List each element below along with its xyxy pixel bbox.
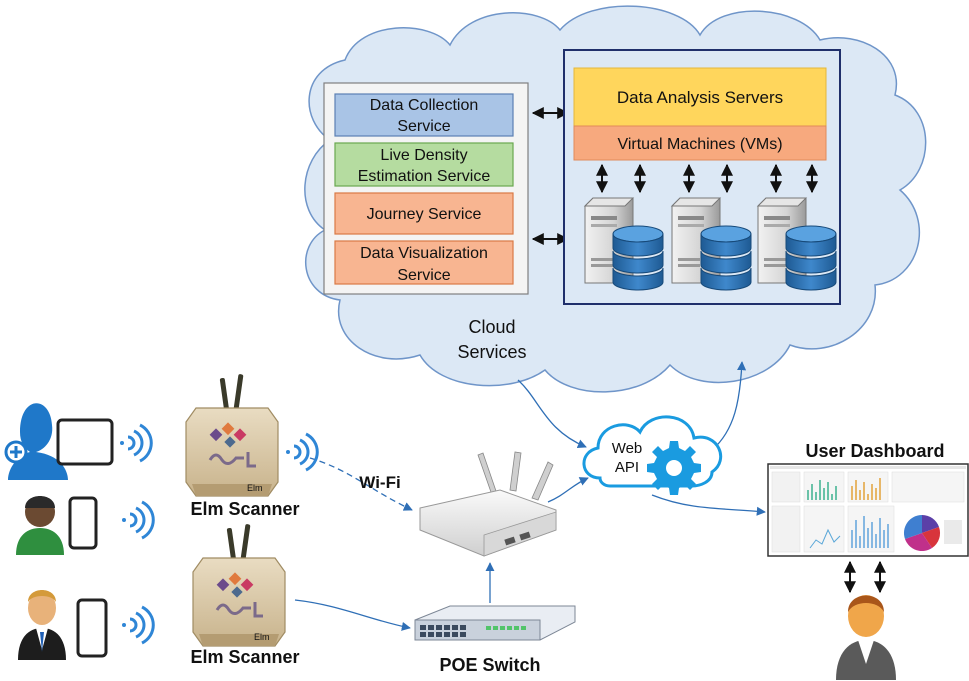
live-density-service-line2: Estimation Service <box>358 168 491 185</box>
web-api-label-line1: Web <box>612 440 643 457</box>
elm-scanner-label-2: Elm Scanner <box>190 647 299 667</box>
user-tablet-icon <box>4 403 114 480</box>
wifi-signal-icon-3 <box>120 605 155 645</box>
journey-service-box <box>334 192 514 235</box>
wifi-signal-icon-2 <box>120 500 155 540</box>
data-collection-service-line1: Data Collection <box>370 97 479 114</box>
poe-switch-icon <box>414 605 576 641</box>
wireless-access-point-icon <box>419 451 557 557</box>
dashboard-user-icon <box>836 595 896 680</box>
web-api-label-line2: API <box>615 459 639 476</box>
elm-scanner-device-1 <box>184 372 280 498</box>
data-collection-service-box <box>334 93 514 137</box>
live-density-service-box <box>334 142 514 187</box>
journey-service-label: Journey Service <box>367 206 482 223</box>
user-phone-icon <box>16 496 98 555</box>
elm-scanner-brand-2: Elm <box>254 632 270 642</box>
wifi-label: Wi-Fi <box>359 473 400 492</box>
cloud-label-line2: Services <box>457 342 526 362</box>
cloud-to-webapi-connector <box>517 379 587 449</box>
virtual-machines-bar <box>573 125 827 161</box>
webapi-to-cloud-connector <box>711 361 747 451</box>
elm-scanner-brand-1: Elm <box>247 483 263 493</box>
data-analysis-servers-label: Data Analysis Servers <box>617 88 783 107</box>
cloud-label-line1: Cloud <box>468 317 515 337</box>
wifi-signal-icon-1 <box>118 423 153 463</box>
user-business-phone-icon <box>18 590 108 660</box>
wifi-dashed-connector <box>309 457 413 511</box>
user-dashboard-label: User Dashboard <box>805 441 944 461</box>
scanner-to-switch-connector <box>294 599 411 631</box>
data-collection-service-line2: Service <box>397 118 450 135</box>
poe-switch-label: POE Switch <box>439 655 540 675</box>
vm-double-arrows <box>596 163 818 194</box>
web-api-cloud-icon <box>582 415 723 488</box>
virtual-machines-label: Virtual Machines (VMs) <box>617 136 782 153</box>
elm-scanner-label-1: Elm Scanner <box>190 499 299 519</box>
gear-icon <box>647 441 701 495</box>
data-visualization-service-line1: Data Visualization <box>360 245 488 262</box>
dashboard-screenshot-image <box>767 463 969 557</box>
data-visualization-service-line2: Service <box>397 267 450 284</box>
router-to-webapi-connector <box>547 477 589 503</box>
live-density-service-line1: Live Density <box>380 147 467 164</box>
data-visualization-service-box <box>334 240 514 285</box>
elm-scanner-device-2 <box>191 522 287 648</box>
data-analysis-servers-bar <box>573 67 827 127</box>
webapi-to-dashboard-connector <box>651 494 766 516</box>
wifi-signal-icon-4 <box>284 432 319 472</box>
